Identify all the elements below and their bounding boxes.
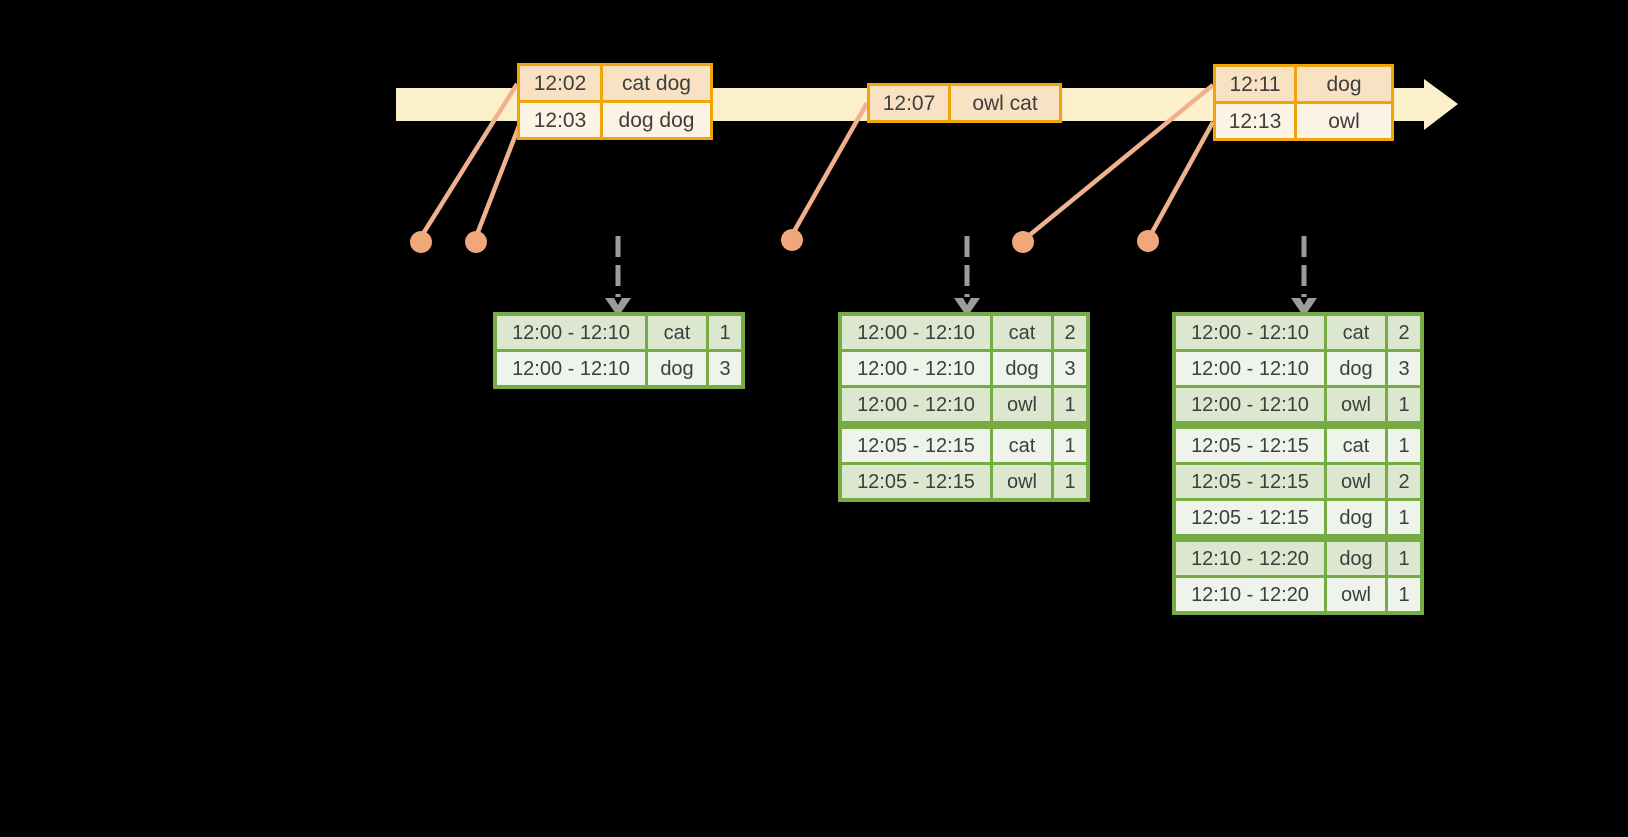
word-cell: owl xyxy=(993,465,1051,498)
window-cell: 12:05 - 12:15 xyxy=(1176,465,1324,498)
word-cell: owl xyxy=(1327,465,1385,498)
count-cell: 2 xyxy=(1388,465,1420,498)
word-cell: owl xyxy=(1327,388,1385,421)
count-cell: 1 xyxy=(1054,388,1086,421)
word-cell: cat xyxy=(993,429,1051,462)
window-cell: 12:10 - 12:20 xyxy=(1176,578,1324,611)
connector-line-1211 xyxy=(1024,83,1215,240)
connector-line-1203 xyxy=(473,125,522,238)
word-cell: cat xyxy=(1327,429,1385,462)
event-dot-1211 xyxy=(1012,231,1034,253)
word-cell: dog xyxy=(993,352,1051,385)
window-cell: 12:05 - 12:15 xyxy=(842,465,990,498)
window-group-separator xyxy=(842,424,1086,426)
count-cell: 3 xyxy=(709,352,741,385)
event-words-cell: dog xyxy=(1297,67,1391,101)
count-cell: 3 xyxy=(1054,352,1086,385)
connector-line-1213 xyxy=(1148,120,1215,238)
window-group-separator xyxy=(1176,424,1420,426)
event-dot-1203 xyxy=(465,231,487,253)
window-cell: 12:00 - 12:10 xyxy=(1176,316,1324,349)
trigger-arrowhead-icon-2 xyxy=(954,298,980,317)
trigger-arrowhead-icon-1 xyxy=(605,298,631,317)
event-time-cell: 12:13 xyxy=(1216,104,1294,138)
input-event-table-1: 12:02 cat dog 12:03 dog dog xyxy=(517,63,713,140)
input-event-table-2: 12:07 owl cat xyxy=(867,83,1062,123)
count-cell: 1 xyxy=(1388,578,1420,611)
event-time-cell: 12:02 xyxy=(520,66,600,100)
word-cell: owl xyxy=(1327,578,1385,611)
window-cell: 12:00 - 12:10 xyxy=(497,316,645,349)
window-cell: 12:00 - 12:10 xyxy=(1176,388,1324,421)
count-cell: 1 xyxy=(1388,542,1420,575)
result-table-1: 12:00 - 12:10 cat 1 12:00 - 12:10 dog 3 xyxy=(493,312,745,389)
input-event-table-3: 12:11 dog 12:13 owl xyxy=(1213,64,1394,141)
word-cell: cat xyxy=(1327,316,1385,349)
count-cell: 1 xyxy=(1388,501,1420,534)
word-cell: cat xyxy=(648,316,706,349)
word-cell: dog xyxy=(1327,501,1385,534)
event-time-cell: 12:11 xyxy=(1216,67,1294,101)
word-cell: dog xyxy=(1327,352,1385,385)
window-cell: 12:05 - 12:15 xyxy=(1176,501,1324,534)
count-cell: 1 xyxy=(709,316,741,349)
trigger-arrowhead-icon-3 xyxy=(1291,298,1317,317)
word-cell: cat xyxy=(993,316,1051,349)
count-cell: 1 xyxy=(1388,429,1420,462)
window-cell: 12:10 - 12:20 xyxy=(1176,542,1324,575)
event-words-cell: dog dog xyxy=(603,103,710,137)
connector-line-1202 xyxy=(419,82,519,239)
event-dot-1213 xyxy=(1137,230,1159,252)
count-cell: 2 xyxy=(1054,316,1086,349)
result-table-2: 12:00 - 12:10 cat 2 12:00 - 12:10 dog 3 … xyxy=(838,312,1090,502)
count-cell: 1 xyxy=(1388,388,1420,421)
window-group-separator xyxy=(1176,537,1420,539)
event-dot-1202 xyxy=(410,231,432,253)
event-connector-lines xyxy=(419,82,1215,240)
window-cell: 12:00 - 12:10 xyxy=(842,352,990,385)
event-time-cell: 12:07 xyxy=(870,86,948,120)
connector-line-1207 xyxy=(790,101,869,237)
window-cell: 12:05 - 12:15 xyxy=(842,429,990,462)
word-cell: dog xyxy=(1327,542,1385,575)
word-cell: owl xyxy=(993,388,1051,421)
window-cell: 12:00 - 12:10 xyxy=(842,316,990,349)
count-cell: 3 xyxy=(1388,352,1420,385)
event-time-dots xyxy=(410,229,1159,253)
window-cell: 12:00 - 12:10 xyxy=(1176,352,1324,385)
window-cell: 12:00 - 12:10 xyxy=(842,388,990,421)
trigger-arrow-stems xyxy=(615,236,1307,297)
event-dot-1207 xyxy=(781,229,803,251)
count-cell: 1 xyxy=(1054,465,1086,498)
count-cell: 2 xyxy=(1388,316,1420,349)
window-cell: 12:00 - 12:10 xyxy=(497,352,645,385)
event-words-cell: cat dog xyxy=(603,66,710,100)
window-cell: 12:05 - 12:15 xyxy=(1176,429,1324,462)
count-cell: 1 xyxy=(1054,429,1086,462)
event-words-cell: owl cat xyxy=(951,86,1059,120)
timeline-arrowhead-icon xyxy=(1424,79,1458,130)
word-cell: dog xyxy=(648,352,706,385)
event-words-cell: owl xyxy=(1297,104,1391,138)
event-time-cell: 12:03 xyxy=(520,103,600,137)
trigger-arrow-heads xyxy=(605,298,1317,317)
result-table-3: 12:00 - 12:10 cat 2 12:00 - 12:10 dog 3 … xyxy=(1172,312,1424,615)
